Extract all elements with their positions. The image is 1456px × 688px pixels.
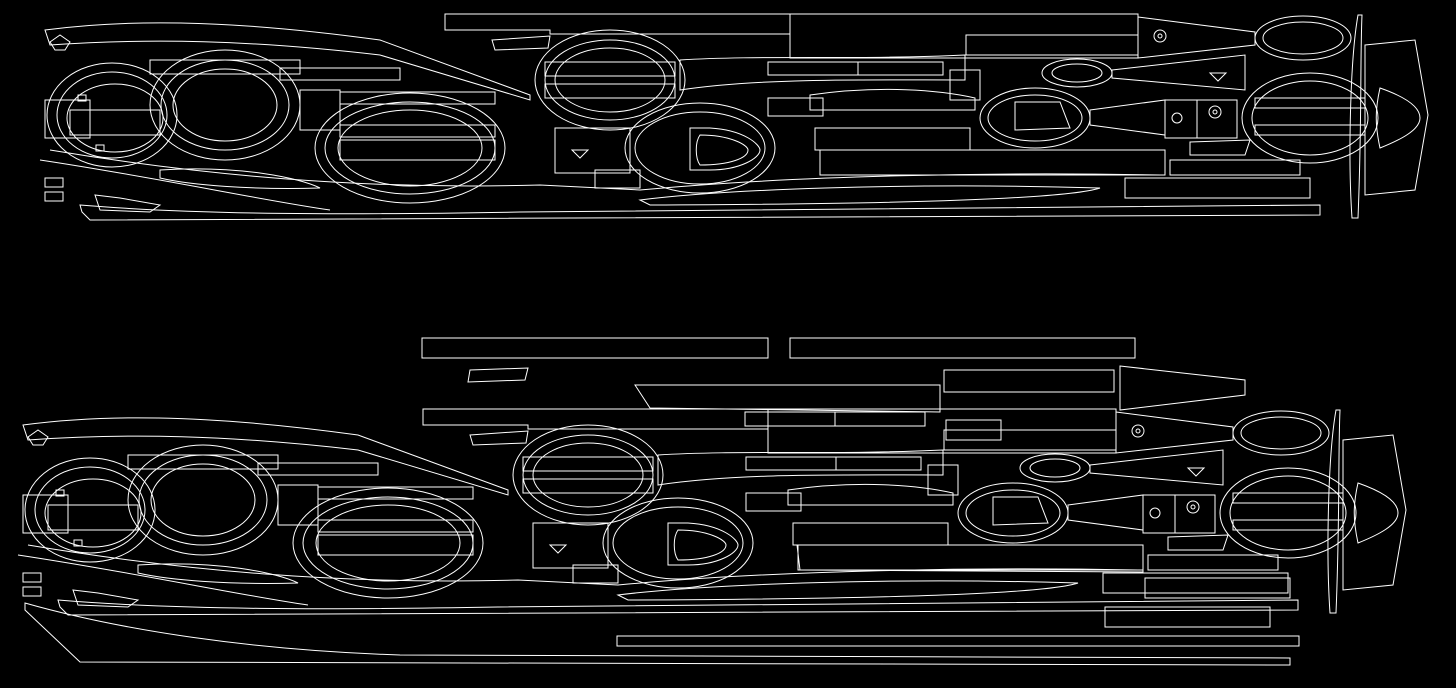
part-set-upper <box>39 13 1429 221</box>
part-set-lower <box>17 337 1407 666</box>
